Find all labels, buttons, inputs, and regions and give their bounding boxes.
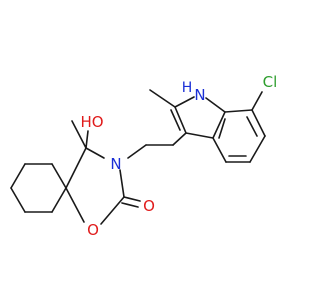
bond <box>172 132 187 146</box>
indole-hydrogen-label: H <box>182 80 193 96</box>
bond <box>218 118 226 139</box>
bond <box>185 132 214 139</box>
bond <box>85 147 105 159</box>
bond <box>51 187 67 213</box>
bond-skeleton <box>10 89 266 225</box>
bond <box>65 187 85 223</box>
bond <box>249 135 266 163</box>
bond <box>100 196 125 225</box>
bond <box>174 106 187 134</box>
bond <box>224 109 253 113</box>
bond <box>251 91 263 111</box>
bond <box>174 96 195 108</box>
molecule-structure: Cl N H N HO O O <box>10 73 277 239</box>
bond <box>170 109 181 131</box>
hydroxyl-label: HO <box>80 113 103 131</box>
bond <box>212 111 226 139</box>
bond <box>51 163 67 189</box>
ring-nitrogen-label: N <box>110 155 121 173</box>
bond <box>65 147 87 189</box>
bond <box>246 116 258 137</box>
bond <box>123 196 141 202</box>
chlorine-label: Cl <box>263 73 278 91</box>
bond <box>205 97 226 113</box>
bond <box>212 137 227 163</box>
carbonyl-oxygen-label: O <box>143 197 155 215</box>
bond <box>149 89 176 108</box>
bond <box>251 109 266 137</box>
ring-oxygen-label: O <box>87 221 99 239</box>
bond <box>71 120 87 149</box>
indole-nitrogen-label: N <box>194 86 205 104</box>
bond <box>127 144 147 159</box>
bond <box>10 163 26 189</box>
bond <box>119 169 125 198</box>
bond <box>121 202 139 208</box>
atom-labels: Cl N H N HO O O <box>80 73 277 239</box>
bond <box>85 130 89 149</box>
bond <box>10 187 26 213</box>
